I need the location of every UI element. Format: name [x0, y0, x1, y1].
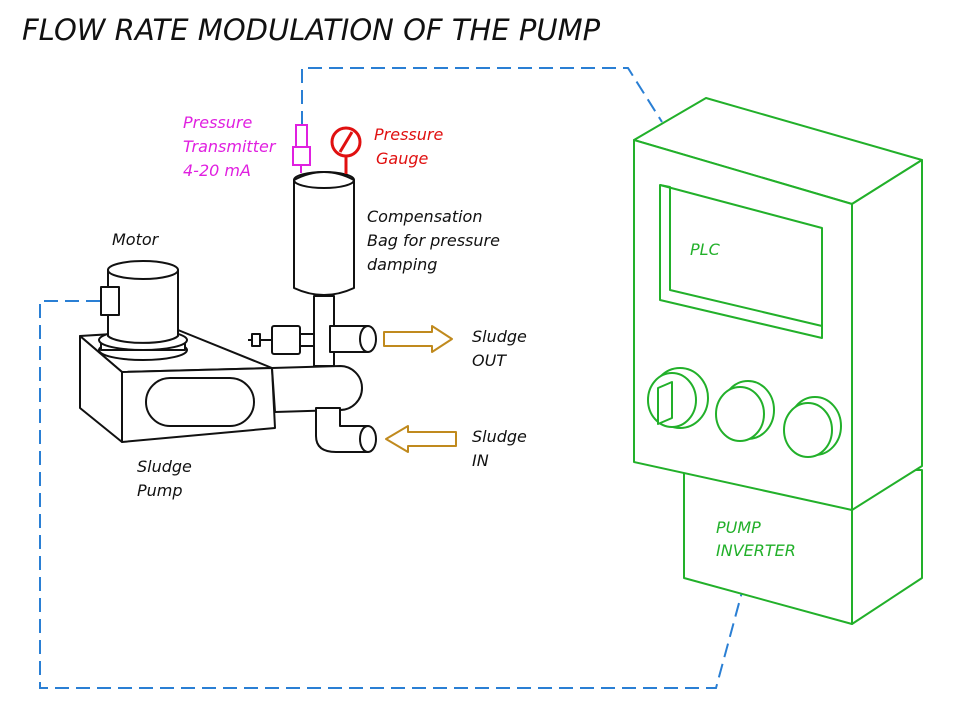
transmitter-label: Pressure Transmitter 4-20 mA [183, 113, 280, 180]
control-panel [633, 97, 923, 625]
diagram-title: FLOW RATE MODULATION OF THE PUMP [22, 13, 601, 47]
pressure-transmitter [292, 124, 311, 173]
plc-label: PLC [690, 240, 721, 259]
sludge-pump [79, 329, 363, 443]
compensation-bag [293, 171, 355, 296]
motor-label: Motor [112, 230, 160, 249]
pressure-gauge [330, 126, 362, 174]
pump-label: Sludge Pump [137, 457, 197, 500]
push-button-2 [783, 396, 842, 458]
sludge-out-arrow [383, 325, 453, 353]
push-button-1 [715, 380, 775, 442]
sludge-in-label: Sludge IN [472, 427, 532, 470]
sludge-out-label: Sludge OUT [472, 327, 532, 370]
compensation-label: Compensation Bag for pressure damping [367, 207, 505, 274]
sludge-in-arrow [385, 425, 457, 453]
gauge-label: Pressure Gauge [374, 125, 448, 168]
selector-switch [647, 367, 709, 429]
motor [98, 260, 188, 361]
discharge-piping [248, 295, 377, 453]
plc-display [659, 184, 823, 339]
inverter-label: PUMP INVERTER [716, 518, 796, 560]
transmitter-to-plc-signal [301, 67, 663, 125]
motor-terminal-box [100, 286, 120, 316]
motor-to-inverter-signal [39, 300, 743, 689]
signal-lines [39, 67, 743, 689]
